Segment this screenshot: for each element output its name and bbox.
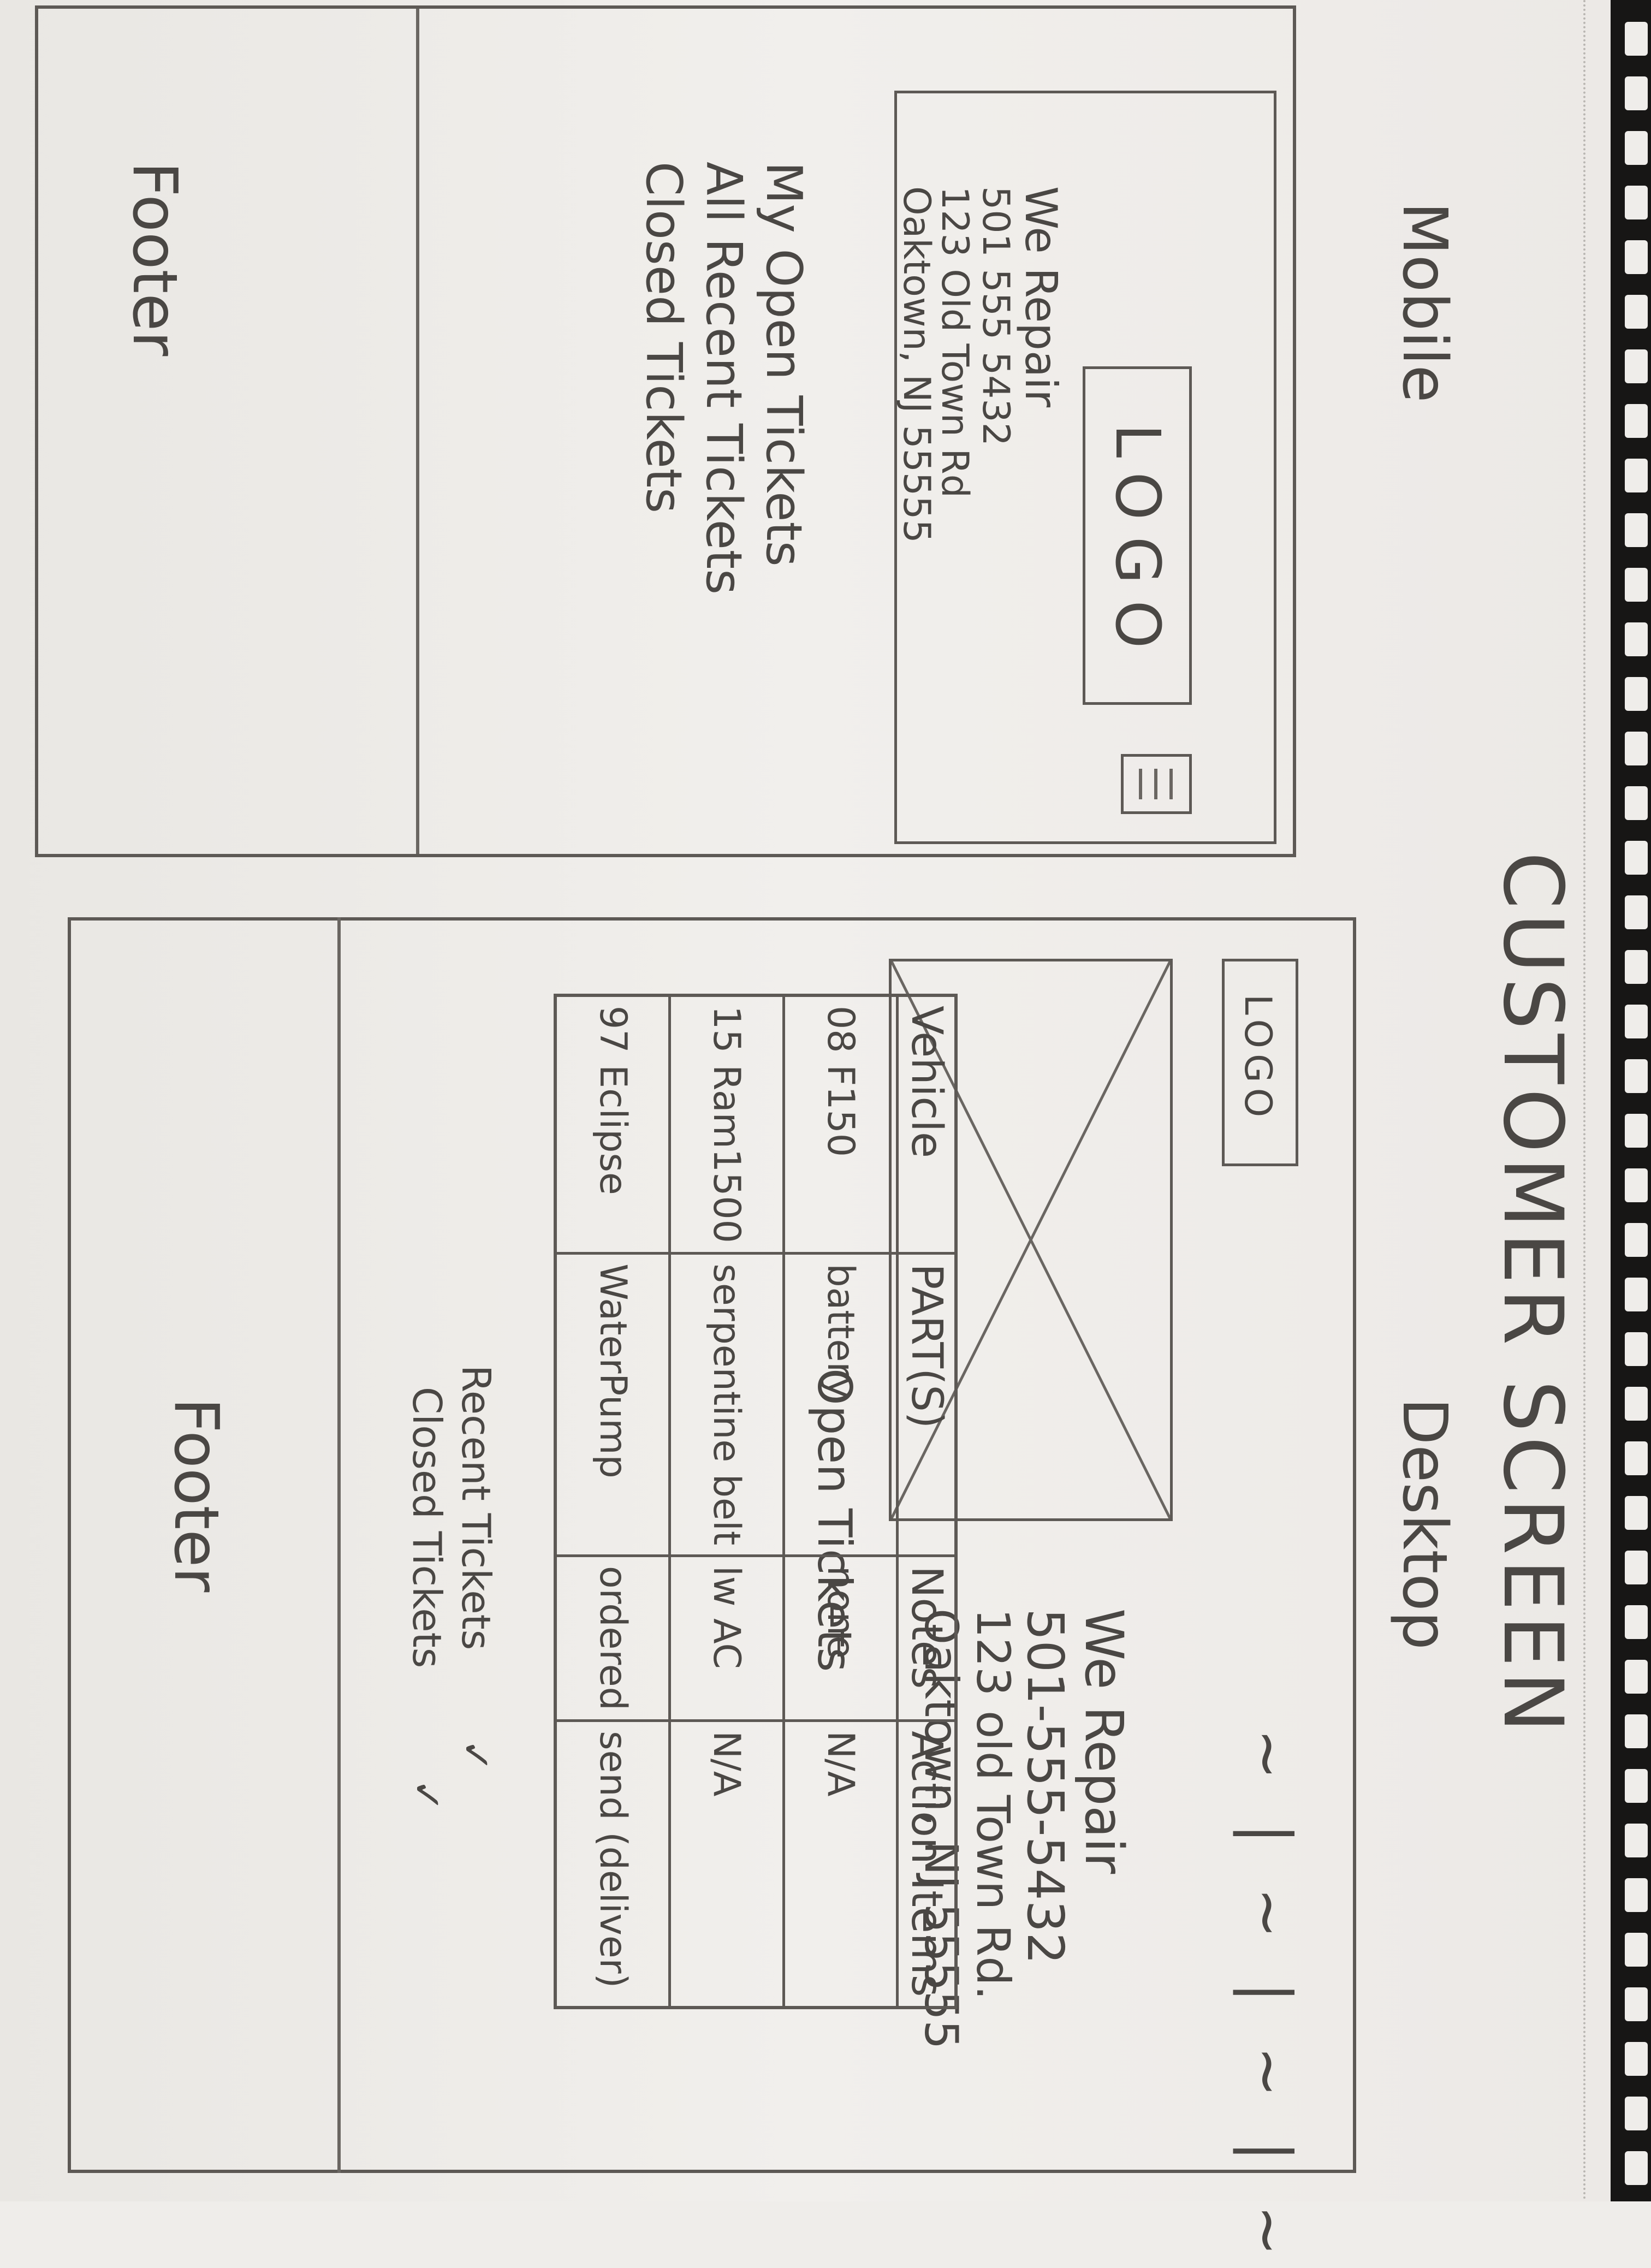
mobile-address-line2: Oaktown, NJ 55555 [895,186,938,543]
column-header-notes: Notes [897,1555,956,1721]
column-header-vehicle: Vehicle [897,995,956,1254]
desktop-footer-divider [337,917,341,2173]
cell-action-items: N/A [783,1720,898,2008]
desktop-footer: Footer [161,1398,231,1593]
link-closed-tickets[interactable]: Closed Tickets ✓ [404,1387,450,1812]
mobile-header: LOGO We Repair 501 555 5432 123 Old Town… [894,91,1276,844]
cell-notes: ordered [555,1555,670,1721]
check-icon: ✓ [404,1779,450,1812]
desktop-address-line1: 123 old Town Rd. [966,1608,1020,2000]
nav-all-recent-tickets[interactable]: All Recent Tickets [695,162,752,595]
page-perforation [1583,0,1589,2201]
desktop-label: Desktop [1389,1398,1460,1650]
column-header-action-items: Action Items [897,1720,956,2008]
mobile-logo: LOGO [1102,424,1173,665]
mobile-phone: 501 555 5432 [974,186,1017,446]
desktop-phone: 501-555-5432 [1016,1608,1074,1964]
mobile-footer: Footer [119,162,190,357]
cell-vehicle: 15 Ram1500 [669,995,784,1254]
mobile-business-name: We Repair [1015,186,1066,408]
cell-action-items: send (deliver) [555,1720,670,2008]
page-title: CUSTOMER SCREEN [1485,852,1580,1737]
nav-closed-tickets[interactable]: Closed Tickets [635,162,692,514]
cell-parts: battery [783,1253,898,1556]
desktop-frame: LOGO ~ | ~ | ~ | ~ We Repair 501-555-543… [68,917,1356,2268]
table-row[interactable]: 97 Eclipse WaterPump ordered send (deliv… [555,995,670,2008]
link-recent-tickets-label: Recent Tickets [453,1365,499,1650]
desktop-logo-box[interactable]: LOGO [1222,959,1298,1166]
cell-vehicle: 08 F150 [783,995,898,1254]
desktop-logo: LOGO [1236,994,1279,1123]
desktop-business-name: We Repair [1073,1608,1135,1874]
open-tickets-table: Vehicle PART(S) Notes Action Items 08 F1… [554,994,958,2009]
table-row[interactable]: 15 Ram1500 serpentine belt lw AC N/A [669,995,784,2008]
mobile-footer-divider [416,9,419,854]
image-placeholder-icon [889,959,1173,1521]
spiral-binding [1611,0,1651,2201]
mobile-address-line1: 123 Old Town Rd [933,186,976,498]
table-row[interactable]: 08 F150 battery none N/A [783,995,898,2008]
check-icon: ✓ [453,1739,499,1772]
table-header-row: Vehicle PART(S) Notes Action Items [897,995,956,2008]
desktop-nav-links[interactable]: ~ | ~ | ~ | ~ [1233,1729,1304,2268]
notebook-paper [0,0,1611,2201]
cell-action-items: N/A [669,1720,784,2008]
nav-my-open-tickets[interactable]: My Open Tickets [755,162,812,567]
mobile-logo-box[interactable]: LOGO [1083,366,1192,705]
cell-parts: WaterPump [555,1253,670,1556]
cell-vehicle: 97 Eclipse [555,995,670,1254]
link-recent-tickets[interactable]: Recent Tickets ✓ [453,1365,499,1772]
hamburger-menu-icon[interactable] [1121,754,1192,814]
wireframe-sketch: CUSTOMER SCREEN Mobile LOGO We Repair 50… [35,5,1580,2268]
cell-parts: serpentine belt [669,1253,784,1556]
mobile-frame: LOGO We Repair 501 555 5432 123 Old Town… [35,5,1296,857]
column-header-parts: PART(S) [897,1253,956,1556]
link-closed-tickets-label: Closed Tickets [404,1387,450,1669]
cell-notes: none [783,1555,898,1721]
mobile-label: Mobile [1389,202,1460,403]
cell-notes: lw AC [669,1555,784,1721]
